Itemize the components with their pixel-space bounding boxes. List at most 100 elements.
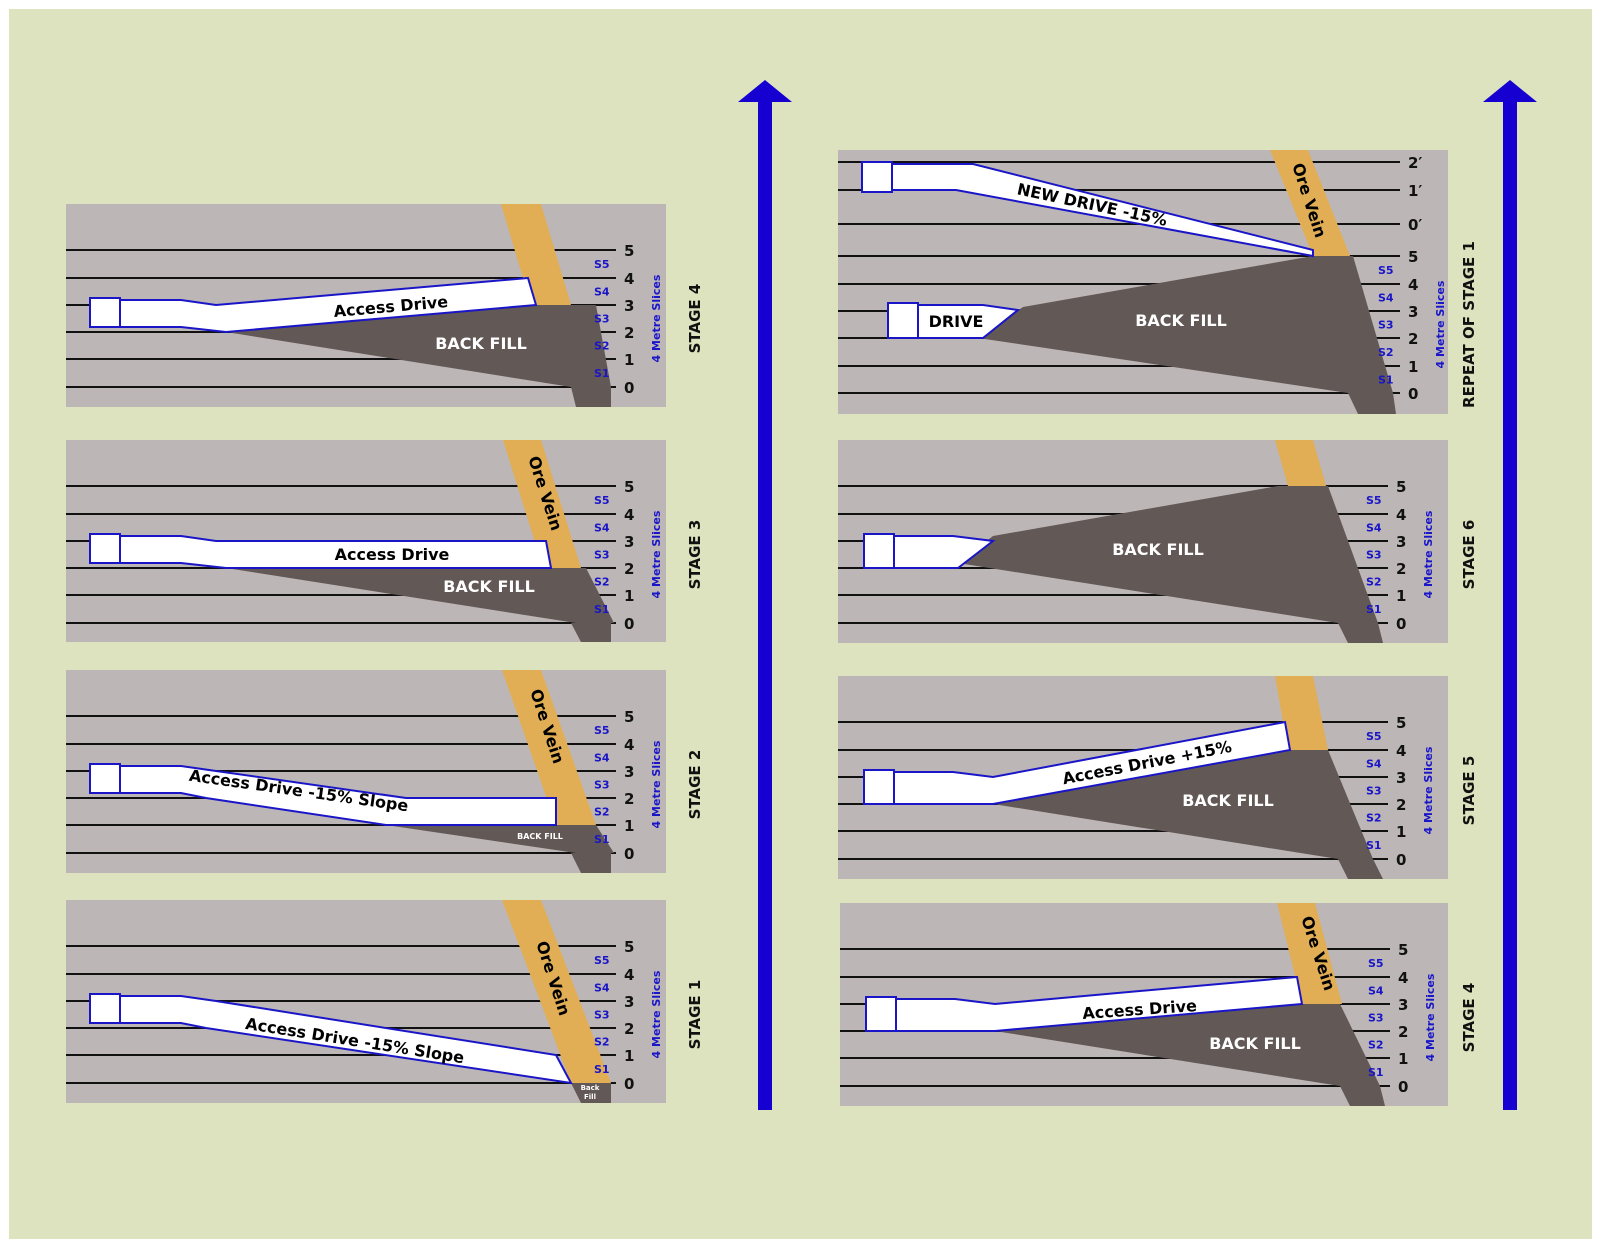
backfill-area xyxy=(993,750,1373,859)
access-drive xyxy=(867,720,1292,805)
stage-label: STAGE 5 xyxy=(1460,756,1478,826)
level-label-5: 5 xyxy=(624,938,634,956)
ore-vein xyxy=(1277,903,1342,1004)
drive-portal xyxy=(865,996,897,1032)
level-label-4: 4 xyxy=(624,736,634,754)
panel-repeat-stage-1: NEW DRIVE -15% DRIVE BACK FILL Ore Vein xyxy=(838,150,1448,414)
slice-label-4: S4 xyxy=(594,752,610,765)
level-label-2: 2 xyxy=(624,790,634,808)
slice-label-2: S2 xyxy=(594,806,610,819)
panel-stage-4-right: Access Drive BACK FILL Ore Vein xyxy=(839,903,1448,1106)
slice-label-2: S2 xyxy=(1366,576,1382,589)
backfill-lower xyxy=(571,623,611,642)
slice-label-4: S4 xyxy=(594,982,610,995)
ore-vein xyxy=(503,440,581,568)
level-label-prime-0: 0′ xyxy=(1408,216,1422,234)
slice-label-4: S4 xyxy=(1366,758,1382,771)
progress-arrow-left xyxy=(738,80,792,1110)
old-drive-portal xyxy=(887,302,919,339)
slice-label-4: S4 xyxy=(594,522,610,535)
slice-label-1: S1 xyxy=(594,833,610,846)
level-label-4: 4 xyxy=(624,270,634,288)
backfill-label-line-2: Fill xyxy=(584,1093,596,1101)
slice-axis-label: 4 Metre Slices xyxy=(650,510,663,598)
level-label-1: 1 xyxy=(1398,1050,1408,1068)
slice-label-4: S4 xyxy=(1378,292,1394,305)
level-label-0: 0 xyxy=(1398,1078,1408,1096)
slice-axis-label: 4 Metre Slices xyxy=(1422,510,1435,598)
level-label-1: 1 xyxy=(624,817,634,835)
backfill-lower xyxy=(1340,1086,1385,1106)
slice-label-1: S1 xyxy=(1366,839,1382,852)
access-drive xyxy=(95,535,553,569)
backfill-area xyxy=(571,1083,611,1103)
level-label-1: 1 xyxy=(624,1047,634,1065)
level-label-2: 2 xyxy=(1396,560,1406,578)
slice-label-4: S4 xyxy=(1366,522,1382,535)
drive-portal xyxy=(89,297,121,328)
backfill-label: BACK FILL xyxy=(1112,540,1204,559)
level-label-0: 0 xyxy=(624,1075,634,1093)
slice-label-5: S5 xyxy=(1378,264,1394,277)
level-label-5: 5 xyxy=(1396,478,1406,496)
access-drive xyxy=(95,276,538,334)
stage-label: STAGE 4 xyxy=(686,284,704,354)
panel-stage-1: Access Drive -15% Slope Back Fill Ore Ve… xyxy=(65,900,666,1103)
level-label-4: 4 xyxy=(624,966,634,984)
stage-label: STAGE 4 xyxy=(1460,983,1478,1053)
slice-label-5: S5 xyxy=(1368,957,1384,970)
backfill-area xyxy=(978,256,1393,393)
ore-vein xyxy=(502,670,596,825)
level-label-0: 0 xyxy=(1396,851,1406,869)
old-drive-label: DRIVE xyxy=(929,312,984,331)
level-label-1: 1 xyxy=(1408,358,1418,376)
backfill-label: BACK FILL xyxy=(517,832,563,841)
slice-label-2: S2 xyxy=(594,576,610,589)
slice-label-3: S3 xyxy=(594,549,610,562)
slice-label-5: S5 xyxy=(594,954,610,967)
slice-label-3: S3 xyxy=(1366,785,1382,798)
backfill-label: BACK FILL xyxy=(1182,791,1274,810)
level-label-5: 5 xyxy=(624,242,634,260)
slice-label-4: S4 xyxy=(1368,985,1384,998)
backfill-area xyxy=(386,825,614,853)
backfill-label: BACK FILL xyxy=(435,334,527,353)
backfill-wedge xyxy=(226,568,601,623)
level-label-3: 3 xyxy=(624,763,634,781)
level-label-0: 0 xyxy=(624,379,634,397)
level-label-0: 0 xyxy=(1408,385,1418,403)
ore-vein xyxy=(501,204,571,305)
level-label-2: 2 xyxy=(624,1020,634,1038)
slice-label-5: S5 xyxy=(594,258,610,271)
stage-label: STAGE 6 xyxy=(1460,520,1478,590)
ore-vein xyxy=(1270,150,1350,256)
level-label-3: 3 xyxy=(1408,303,1418,321)
progress-arrow-right xyxy=(1483,80,1537,1110)
access-drive xyxy=(95,765,557,826)
level-label-1: 1 xyxy=(624,587,634,605)
level-label-2: 2 xyxy=(1396,796,1406,814)
level-label-3: 3 xyxy=(624,993,634,1011)
slice-label-3: S3 xyxy=(594,779,610,792)
level-label-3: 3 xyxy=(1396,769,1406,787)
level-label-4: 4 xyxy=(1396,506,1406,524)
level-label-5: 5 xyxy=(1396,714,1406,732)
slice-axis-label: 4 Metre Slices xyxy=(1422,746,1435,834)
backfill-area xyxy=(958,486,1378,623)
slice-label-1: S1 xyxy=(1368,1066,1384,1079)
drive-portal xyxy=(89,533,121,564)
access-drive xyxy=(95,995,573,1085)
level-label-1: 1 xyxy=(1396,823,1406,841)
panel-stage-4-left: Access Drive BACK FILL xyxy=(65,204,666,407)
slice-label-5: S5 xyxy=(1366,730,1382,743)
slice-label-5: S5 xyxy=(594,724,610,737)
slice-label-2: S2 xyxy=(1366,812,1382,825)
backfill-lower xyxy=(571,387,611,407)
slice-label-3: S3 xyxy=(594,1009,610,1022)
drive-label: Access Drive xyxy=(335,545,450,564)
panel-stage-3: Access Drive BACK FILL Ore Vein xyxy=(65,440,666,642)
ore-vein xyxy=(1275,676,1328,750)
level-label-1: 1 xyxy=(1396,587,1406,605)
level-label-5: 5 xyxy=(1408,248,1418,266)
